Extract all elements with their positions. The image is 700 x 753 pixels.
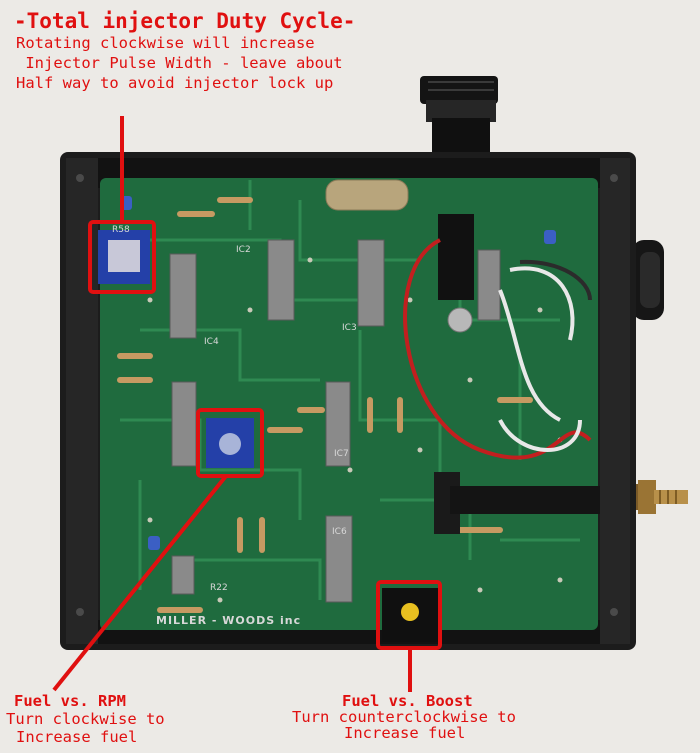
boost-line-2: Increase fuel: [344, 724, 466, 742]
rpm-line-1: Turn clockwise to: [6, 710, 165, 728]
chip-label: IC7: [334, 449, 349, 459]
rpm-title: Fuel vs. RPM: [14, 692, 126, 710]
chip-label: IC4: [204, 337, 219, 347]
chip-label: R58: [112, 225, 130, 235]
trim-pot-total-duty[interactable]: [98, 230, 150, 284]
circuit-board: MILLER - WOODS inc IC2 IC3 IC4 IC6 IC7 R…: [98, 178, 600, 642]
duty-cycle-line-2: Injector Pulse Width - leave about: [16, 54, 343, 72]
duty-cycle-line-3: Half way to avoid injector lock up: [16, 74, 334, 92]
pointer-lines: [52, 116, 412, 692]
rpm-line-2: Increase fuel: [16, 728, 138, 746]
ic-chip: [171, 555, 195, 595]
chip-label: R22: [210, 583, 228, 593]
pointer-rpm: [52, 474, 228, 692]
trim-pot-rpm[interactable]: [206, 418, 254, 468]
side-grommet: [632, 240, 664, 320]
ic-chip: [169, 253, 197, 339]
ic-chip: [477, 249, 501, 321]
chip-label: IC6: [332, 527, 347, 537]
top-connector: [420, 76, 498, 158]
trim-pot-boost[interactable]: [382, 588, 440, 642]
highlight-rpm: [196, 408, 264, 478]
duty-cycle-line-1: Rotating clockwise will increase: [16, 34, 315, 52]
duty-cycle-title: -Total injector Duty Cycle-: [14, 9, 356, 33]
ic-chip: [357, 239, 385, 327]
ic-chip: [325, 381, 351, 467]
sensor-tube: [450, 486, 600, 514]
boost-line-1: Turn counterclockwise to: [292, 708, 516, 726]
chip-label: IC3: [342, 323, 357, 333]
capacitor: [325, 179, 409, 211]
power-transistor: [438, 214, 474, 300]
chip-label: IC2: [236, 245, 251, 255]
board-maker-silkscreen: MILLER - WOODS inc: [156, 614, 301, 627]
ic-chip: [325, 515, 353, 603]
boost-title: Fuel vs. Boost: [342, 692, 473, 710]
ic-chip: [171, 381, 197, 467]
ic-chip: [267, 239, 295, 321]
